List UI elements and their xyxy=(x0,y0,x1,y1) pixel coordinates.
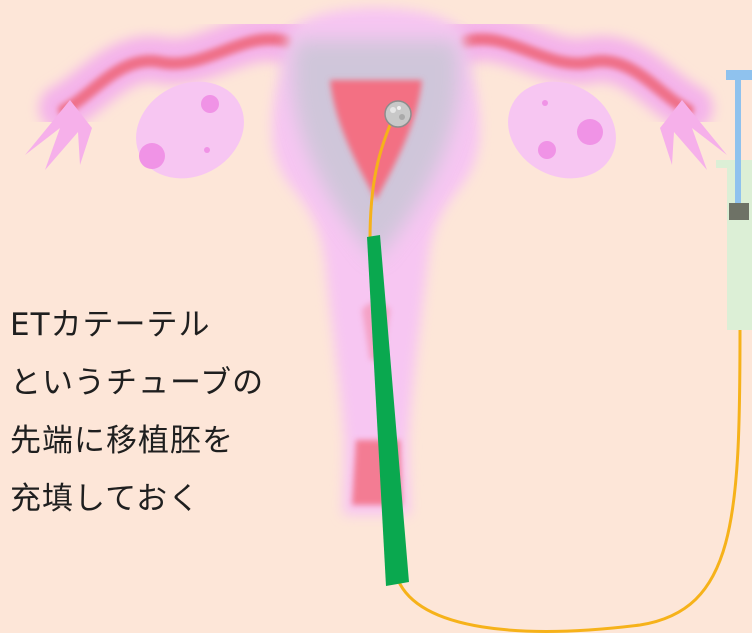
right-fimbriae xyxy=(660,100,727,170)
caption-line-2: というチューブの xyxy=(10,365,265,401)
syringe-plunger-rod xyxy=(735,78,741,206)
syringe-plunger-seal xyxy=(729,203,749,220)
caption-line-4: 充填しておく xyxy=(10,481,201,517)
caption-line-1: ETカテーテル xyxy=(10,307,211,343)
left-fallopian-tube xyxy=(25,15,313,170)
left-fimbriae xyxy=(25,100,92,170)
caption: ETカテーテル というチューブの 先端に移植胚を 充填しておく xyxy=(10,296,264,528)
syringe-plunger-cap xyxy=(726,70,752,80)
caption-line-3: 先端に移植胚を xyxy=(10,423,234,459)
catheter-outer-sheath xyxy=(367,235,409,586)
catheter-connecting-tube xyxy=(396,329,742,633)
syringe xyxy=(716,70,752,330)
catheter-inner-tube xyxy=(368,124,392,241)
left-ovary xyxy=(136,81,244,179)
embryo xyxy=(384,100,412,128)
right-ovary xyxy=(508,81,616,179)
syringe-flange xyxy=(716,160,752,168)
right-fallopian-tube xyxy=(439,15,727,170)
